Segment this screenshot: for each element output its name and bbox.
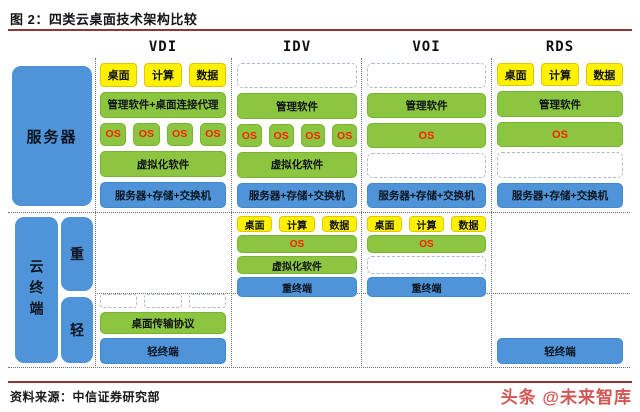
os-box: OS — [100, 122, 127, 147]
dashed-divider-heavy-light — [95, 293, 630, 294]
placeholder-box — [497, 152, 623, 178]
function-chip: 桌面 — [497, 63, 535, 87]
heavy-terminal-section: 桌面计算数据 OS 虚拟化软件重终端 — [237, 216, 357, 297]
function-chip: 桌面 — [367, 216, 402, 232]
hardware-layer-box: 轻终端 — [100, 338, 226, 364]
hardware-layer-box: 服务器+存储+交换机 — [100, 182, 226, 208]
column-header-idv: IDV — [282, 39, 312, 55]
os-box: OS — [367, 123, 486, 148]
dashed-divider-vertical — [361, 58, 362, 368]
column-header-vdi: VDI — [148, 39, 178, 55]
terminal-row-label: 云终端 — [15, 217, 58, 363]
os-box: OS — [332, 123, 357, 148]
os-box: OS — [199, 122, 226, 147]
function-chip: 计算 — [409, 216, 444, 232]
function-chip: 数据 — [188, 63, 226, 87]
os-box: OS — [497, 121, 623, 148]
dashed-divider-vertical — [231, 58, 232, 368]
os-box: OS — [237, 123, 262, 148]
watermark: 头条 @未来智库 — [500, 388, 632, 407]
server-row-label: 服务器 — [12, 66, 92, 206]
os-box: OS — [166, 122, 193, 147]
light-sub-label: 轻 — [61, 297, 93, 363]
os-box: OS — [300, 123, 326, 148]
source-note: 资料来源：中信证券研究部 — [10, 390, 161, 404]
software-layer-box: 管理软件 — [497, 91, 623, 117]
function-chip: 桌面 — [100, 63, 138, 87]
software-layer-box: 管理软件 — [367, 93, 486, 118]
hardware-layer-box: 重终端 — [367, 277, 486, 297]
light-terminal-section — [237, 298, 357, 364]
placeholder-box — [237, 63, 357, 89]
os-box: OS — [237, 235, 357, 253]
hardware-layer-box: 轻终端 — [497, 338, 623, 364]
light-terminal-section: 轻终端 — [497, 298, 623, 364]
light-terminal-section: 桌面传输协议轻终端 — [100, 294, 226, 364]
software-layer-box: 管理软件 — [237, 93, 357, 119]
software-layer-box: 桌面传输协议 — [100, 312, 226, 334]
function-chip: 数据 — [451, 216, 486, 232]
hardware-layer-box: 服务器+存储+交换机 — [367, 183, 486, 208]
title-underline — [8, 29, 632, 31]
os-box: OS — [268, 123, 294, 148]
function-chip: 数据 — [321, 216, 357, 232]
heavy-terminal-section — [100, 216, 226, 292]
chip-row: 桌面计算数据 — [237, 216, 357, 232]
software-layer-box: 虚拟化软件 — [237, 152, 357, 178]
column-header-voi: VOI — [412, 39, 441, 55]
hardware-layer-box: 服务器+存储+交换机 — [237, 182, 357, 209]
software-layer-box: 虚拟化软件 — [100, 151, 226, 178]
function-chip: 桌面 — [237, 216, 273, 232]
dashed-divider-server-terminal — [8, 212, 630, 213]
light-terminal-section — [367, 298, 486, 364]
figure-title: 图 2：四类云桌面技术架构比较 — [10, 12, 198, 27]
column-voi: 管理软件 OS 服务器+存储+交换机 桌面计算数据 OS 重终端 — [367, 63, 486, 364]
heavy-terminal-section — [497, 216, 623, 292]
dashed-divider-bottom — [8, 367, 630, 368]
software-layer-box: 管理软件+桌面连接代理 — [100, 91, 226, 118]
dashed-divider-vertical — [491, 58, 492, 368]
placeholder-box — [367, 256, 486, 274]
mini-placeholder-box — [144, 294, 182, 308]
os-box: OS — [133, 122, 160, 147]
placeholder-box — [367, 63, 486, 88]
mini-placeholder-row — [100, 294, 226, 308]
function-chip: 计算 — [279, 216, 315, 232]
mini-placeholder-box — [188, 294, 226, 308]
heavy-sub-label: 重 — [61, 217, 93, 291]
dashed-divider-vertical — [95, 58, 96, 368]
hardware-layer-box: 服务器+存储+交换机 — [497, 182, 623, 209]
footer-rule — [8, 381, 632, 383]
software-layer-box: 虚拟化软件 — [237, 256, 357, 274]
function-chip: 计算 — [541, 63, 579, 87]
chip-row: 桌面计算数据 — [367, 216, 486, 232]
server-section: 管理软件 OS 服务器+存储+交换机 — [367, 63, 486, 208]
hardware-layer-box: 重终端 — [237, 277, 357, 297]
mini-placeholder-box — [100, 294, 138, 308]
os-box: OS — [367, 235, 486, 253]
chip-row: 桌面计算数据 — [100, 63, 226, 87]
column-header-rds: RDS — [545, 39, 575, 55]
function-chip: 数据 — [585, 63, 623, 87]
chip-row: 桌面计算数据 — [497, 63, 623, 87]
heavy-terminal-section: 桌面计算数据 OS 重终端 — [367, 216, 486, 297]
function-chip: 计算 — [144, 63, 182, 87]
placeholder-box — [367, 153, 486, 178]
